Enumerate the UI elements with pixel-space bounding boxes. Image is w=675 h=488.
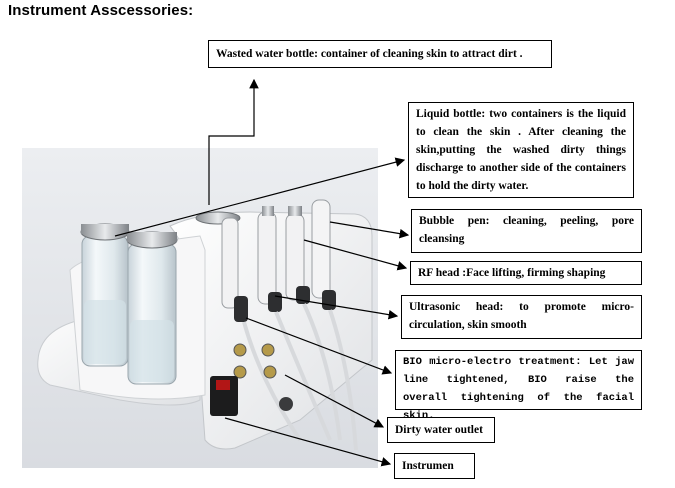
arrow-ultrasonic-head bbox=[274, 295, 399, 320]
callout-bubble-pen: Bubble pen: cleaning, peeling, pore clea… bbox=[411, 209, 642, 253]
arrow-bubble-pen bbox=[329, 221, 410, 239]
callout-rf-head: RF head :Face lifting, firming shaping bbox=[410, 261, 642, 285]
bottle-right-water bbox=[130, 320, 174, 382]
callout-bio-micro-electro: BIO micro-electro treatment: Let jaw lin… bbox=[395, 350, 642, 422]
arrow-liquid-bottle bbox=[114, 157, 406, 237]
callout-liquid-bottle: Liquid bottle: two containers is the liq… bbox=[408, 102, 634, 198]
callout-instrumen: Instrumen bbox=[394, 453, 475, 479]
arrow-bio bbox=[245, 317, 393, 375]
power-switch bbox=[216, 380, 230, 390]
arrow-wasted-water-bottle bbox=[208, 78, 259, 205]
callout-ultrasonic-head: Ultrasonic head: to promote micro-circul… bbox=[401, 295, 642, 339]
page-title: Instrument Asscessories: bbox=[8, 2, 194, 19]
arrow-instrumen bbox=[224, 417, 392, 467]
arrow-dirty-water-outlet bbox=[284, 374, 385, 428]
bottle-left-water bbox=[84, 300, 126, 364]
callout-dirty-water-outlet: Dirty water outlet bbox=[387, 417, 495, 443]
handpieces bbox=[221, 199, 358, 451]
arrow-rf-head bbox=[303, 239, 408, 271]
callout-wasted-water-bottle: Wasted water bottle: container of cleani… bbox=[208, 40, 552, 68]
